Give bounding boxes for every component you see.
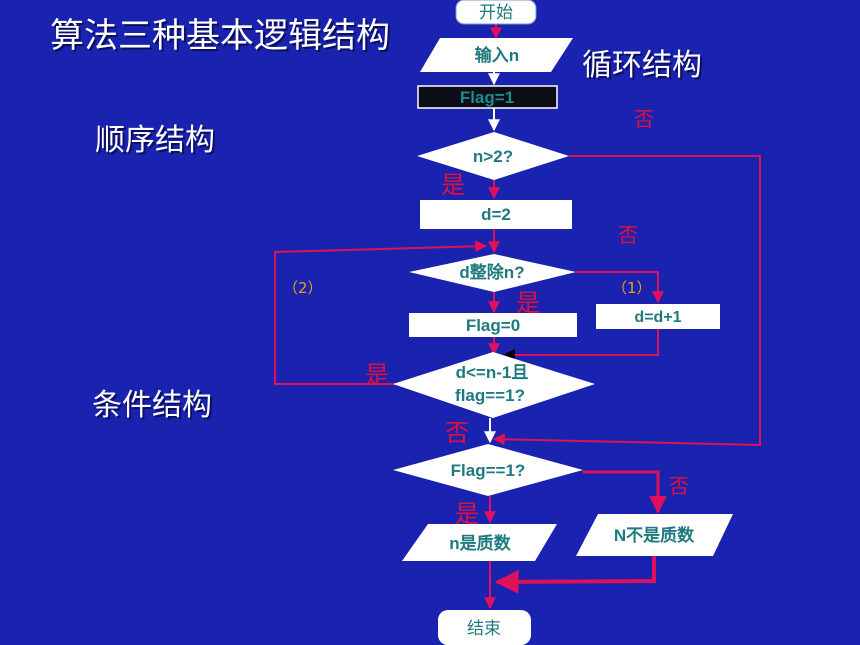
d-inc-node: d=d+1: [596, 304, 720, 329]
line-cond-no-branch: [492, 155, 761, 447]
d-init-label: d=2: [481, 205, 511, 224]
line-div-no-branch: [576, 271, 664, 304]
start-label: 开始: [479, 3, 513, 23]
start-node: 开始: [455, 0, 537, 25]
yes-label-cond-n: 是: [441, 171, 465, 199]
line-loop-back: [274, 240, 488, 385]
end-node: 结束: [438, 610, 531, 645]
line-notprime-merge: [494, 556, 656, 594]
out-prime-node: n是质数: [402, 524, 557, 561]
no-label-cond-n: 否: [634, 107, 654, 131]
cond-loop-label-line2: flag==1?: [455, 386, 525, 405]
path-1-label: （1）: [612, 279, 652, 297]
flow-lines: [274, 24, 761, 610]
input-label: 输入n: [475, 45, 519, 65]
yes-label-cond-div: 是: [516, 289, 540, 317]
line-dinc-merge: [502, 329, 659, 361]
end-label: 结束: [467, 619, 501, 639]
no-label-cond-loop: 否: [445, 419, 469, 447]
sequence-structure-label: 顺序结构: [95, 123, 215, 158]
loop-structure-label: 循环结构: [582, 48, 702, 83]
out-not-prime-node: N不是质数: [576, 514, 733, 556]
flag-init-node: Flag=1: [417, 85, 558, 109]
cond-flag-label: Flag==1?: [451, 461, 526, 480]
cond-div-node: d整除n?: [409, 254, 576, 292]
path-2-label: （2）: [283, 279, 323, 297]
yes-label-cond-flag: 是: [455, 500, 479, 528]
out-not-prime-label: N不是质数: [614, 525, 695, 545]
cond-n-node: n>2?: [417, 132, 569, 180]
flag-zero-label: Flag=0: [466, 316, 520, 335]
no-label-cond-flag: 否: [669, 474, 689, 498]
cond-flag-node: Flag==1?: [393, 444, 583, 496]
line-flagcheck-no-branch: [583, 470, 667, 514]
page-title: 算法三种基本逻辑结构: [50, 16, 390, 56]
cond-loop-label-line1: d<=n-1且: [456, 363, 529, 382]
cond-div-label: d整除n?: [459, 262, 524, 282]
flag-init-label: Flag=1: [460, 88, 514, 107]
d-init-node: d=2: [420, 200, 572, 229]
branch-labels: 否 是 否 是 是 否 否 是 （1） （2）: [283, 107, 689, 528]
input-node: 输入n: [420, 38, 573, 72]
cond-n-label: n>2?: [473, 147, 513, 166]
out-prime-label: n是质数: [449, 533, 511, 553]
no-label-cond-div: 否: [618, 223, 638, 247]
flag-zero-node: Flag=0: [409, 313, 577, 337]
d-inc-label: d=d+1: [634, 309, 681, 326]
yes-label-cond-loop: 是: [365, 361, 389, 389]
cond-loop-node: d<=n-1且 flag==1?: [393, 352, 595, 418]
condition-structure-label: 条件结构: [92, 388, 212, 423]
